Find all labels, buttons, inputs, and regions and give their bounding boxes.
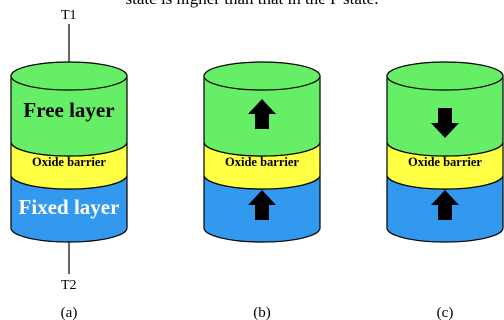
caption-c: (c) bbox=[437, 305, 454, 320]
terminal-t2-label: T2 bbox=[61, 278, 77, 293]
cylinder-top bbox=[10, 61, 128, 91]
fixed-layer-up-arrow bbox=[248, 190, 276, 220]
fixed-layer-label: Fixed layer bbox=[19, 195, 120, 219]
terminal-t1-label: T1 bbox=[61, 8, 77, 23]
oxide-barrier-label: Oxide barrier bbox=[408, 155, 482, 169]
free-layer-label: Free layer bbox=[23, 98, 114, 122]
fixed-layer-up-arrow bbox=[431, 190, 459, 220]
cylinder-b: Oxide barrier bbox=[203, 61, 321, 243]
free-layer-up-arrow bbox=[248, 99, 276, 129]
cylinder-top bbox=[386, 61, 504, 91]
top-caption-fragment: state is higher than that in the P state… bbox=[0, 0, 504, 9]
caption-a: (a) bbox=[61, 305, 78, 320]
oxide-barrier-label: Oxide barrier bbox=[225, 155, 299, 169]
cylinder-top bbox=[203, 61, 321, 91]
oxide-barrier-label: Oxide barrier bbox=[32, 155, 106, 169]
free-layer bbox=[10, 75, 128, 157]
free-layer-down-arrow bbox=[431, 108, 459, 138]
caption-b: (b) bbox=[253, 305, 271, 320]
cylinder-a: Free layer Oxide barrier Fixed layer bbox=[10, 61, 128, 243]
cylinder-c: Oxide barrier bbox=[386, 61, 504, 243]
